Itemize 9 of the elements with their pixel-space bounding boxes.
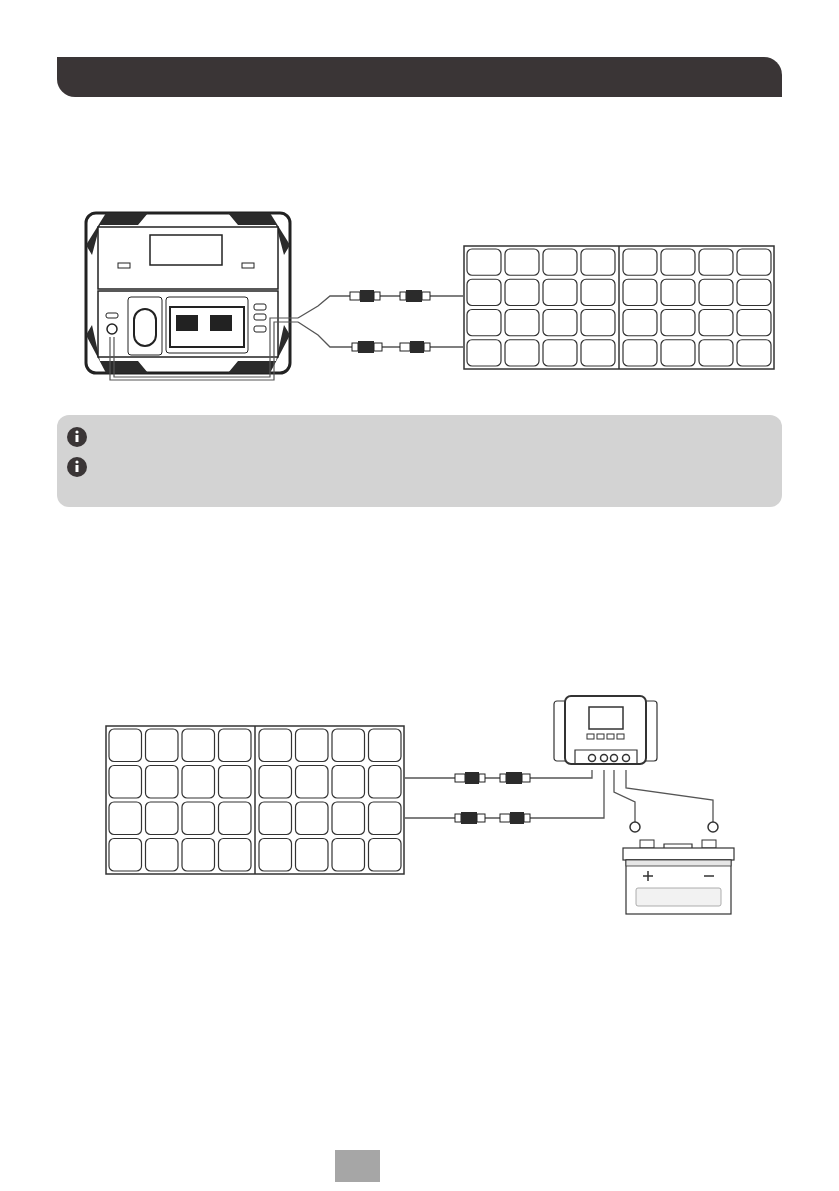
cable <box>404 769 593 779</box>
solar-panel-drawing <box>105 725 405 875</box>
battery-drawing <box>622 818 735 915</box>
cable <box>613 769 636 823</box>
cable <box>404 769 605 819</box>
solar-panel-drawing <box>463 245 775 370</box>
cable <box>297 295 464 319</box>
cable <box>297 321 464 348</box>
cable <box>625 769 714 823</box>
